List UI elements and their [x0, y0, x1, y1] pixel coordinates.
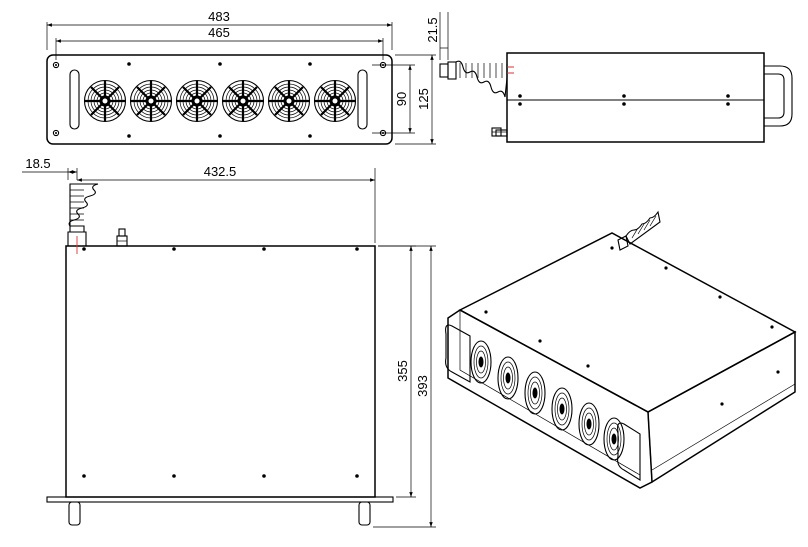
top-right-handle [358, 501, 371, 526]
iso-top-face [458, 232, 797, 413]
dim-body-width: 432.5 [204, 164, 237, 179]
top-front-panel [46, 496, 394, 503]
fan-icon [551, 387, 573, 431]
dim-body-depth: 355 [395, 360, 410, 382]
fan-icon [578, 402, 600, 446]
side-connector [491, 127, 508, 137]
fan-icon [524, 371, 546, 415]
fan-icon [497, 356, 519, 400]
dim-overall-width: 483 [208, 9, 230, 24]
fan-icon [221, 79, 265, 123]
front-left-handle [69, 69, 80, 130]
top-view: 18.5 432.5 355 393 [22, 156, 436, 528]
dim-connector-offset: 18.5 [25, 156, 50, 171]
side-handle [764, 65, 793, 127]
fan-icon [267, 79, 311, 123]
side-cable-gland [439, 60, 514, 98]
fan-icon [129, 79, 173, 123]
fan-icon [470, 340, 492, 384]
fan-icon [313, 79, 357, 123]
front-right-handle [357, 69, 368, 130]
top-left-handle [68, 501, 81, 526]
top-cable-gland [67, 183, 99, 254]
side-view: 21.5 [425, 12, 793, 143]
iso-side-face [647, 330, 796, 483]
fan-icon [83, 79, 127, 123]
dim-panel-offset: 21.5 [425, 17, 440, 42]
iso-cable-gland [617, 210, 661, 251]
front-view: 483 465 90 125 [46, 9, 436, 145]
dim-mounting-width: 465 [208, 25, 230, 40]
front-panel-outline [46, 54, 393, 145]
fan-icon [175, 79, 219, 123]
dim-overall-depth: 393 [415, 375, 430, 397]
side-body-outline [506, 52, 765, 143]
isometric-view [445, 210, 797, 489]
iso-right-handle [617, 422, 641, 481]
top-connector [116, 228, 128, 247]
dim-fan-area-height: 90 [394, 92, 409, 106]
top-body-outline [65, 245, 376, 498]
iso-left-handle [445, 324, 471, 383]
fan-icon [603, 417, 625, 461]
iso-front-panel [447, 309, 653, 489]
dim-panel-height: 125 [416, 88, 431, 110]
